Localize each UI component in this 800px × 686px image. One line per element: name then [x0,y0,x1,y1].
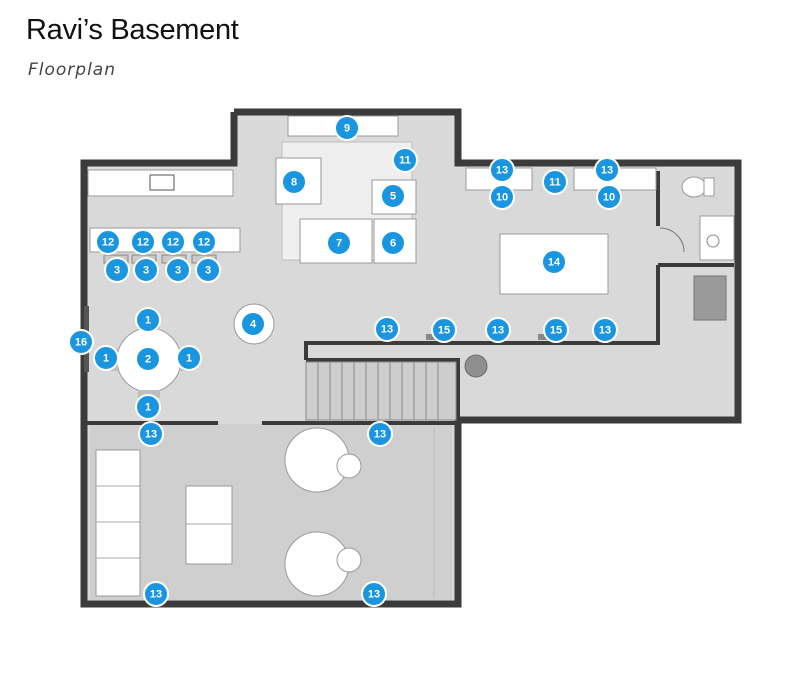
marker-13: 13 [138,421,164,447]
marker-label: 13 [492,325,504,337]
page-title: Ravi’s Basement [26,14,239,46]
marker-13: 13 [592,317,618,343]
marker-13: 13 [485,317,511,343]
marker-label: 2 [145,354,151,366]
marker-13: 13 [594,157,620,183]
marker-13: 13 [361,581,387,607]
bathroom [659,168,735,321]
marker-label: 14 [548,257,561,269]
marker-11: 11 [542,169,568,195]
marker-12: 12 [160,229,186,255]
marker-15: 15 [543,317,569,343]
marker-label: 3 [143,265,149,277]
marker-label: 1 [186,353,192,365]
marker-label: 4 [250,319,257,331]
marker-label: 10 [496,192,508,204]
marker-label: 5 [390,191,396,203]
toilet [681,176,707,198]
marker-label: 15 [550,325,562,337]
marker-label: 1 [103,353,109,365]
marker-1: 1 [176,345,202,371]
marker-2: 2 [135,346,161,372]
marker-label: 11 [399,155,411,167]
marker-12: 12 [191,229,217,255]
marker-label: 13 [374,429,386,441]
marker-1: 1 [93,345,119,371]
marker-10: 10 [596,184,622,210]
marker-label: 1 [145,402,151,414]
marker-label: 7 [336,238,342,250]
marker-label: 13 [381,324,393,336]
marker-label: 12 [167,237,179,249]
marker-label: 12 [198,237,210,249]
marker-label: 3 [205,265,211,277]
marker-label: 13 [368,589,380,601]
marker-label: 9 [344,123,350,135]
marker-6: 6 [380,230,406,256]
marker-1: 1 [135,307,161,333]
interior-walls [87,171,734,425]
marker-label: 12 [137,237,149,249]
marker-label: 3 [175,265,181,277]
marker-16: 16 [68,329,94,355]
marker-7: 7 [326,230,352,256]
marker-1: 1 [135,394,161,420]
marker-label: 13 [496,165,508,177]
marker-label: 12 [102,237,114,249]
marker-13: 13 [374,316,400,342]
marker-4: 4 [240,311,266,337]
marker-label: 13 [601,165,613,177]
marker-9: 9 [334,115,360,141]
marker-label: 13 [150,589,162,601]
marker-13: 13 [367,421,393,447]
marker-3: 3 [165,257,191,283]
marker-10: 10 [489,184,515,210]
marker-label: 6 [390,238,396,250]
marker-12: 12 [95,229,121,255]
marker-label: 11 [549,177,561,189]
lounge-floor [90,424,452,600]
sink [149,174,175,191]
marker-label: 13 [599,325,611,337]
marker-label: 16 [75,337,87,349]
marker-label: 15 [438,325,450,337]
marker-3: 3 [104,257,130,283]
bathroom-sink [699,215,735,261]
marker-8: 8 [281,169,307,195]
marker-label: 1 [145,315,151,327]
stairs [305,361,457,421]
marker-13: 13 [489,157,515,183]
marker-11: 11 [392,147,418,173]
marker-label: 3 [114,265,120,277]
marker-label: 13 [145,429,157,441]
marker-3: 3 [133,257,159,283]
marker-label: 10 [603,192,615,204]
utility-unit [693,275,727,321]
marker-5: 5 [380,183,406,209]
marker-3: 3 [195,257,221,283]
page-subtitle: Floorplan [28,60,116,80]
marker-13: 13 [143,581,169,607]
lounge-furniture [95,427,435,598]
support-post [464,354,488,378]
marker-14: 14 [541,249,567,275]
marker-15: 15 [431,317,457,343]
marker-12: 12 [130,229,156,255]
marker-label: 8 [291,177,297,189]
